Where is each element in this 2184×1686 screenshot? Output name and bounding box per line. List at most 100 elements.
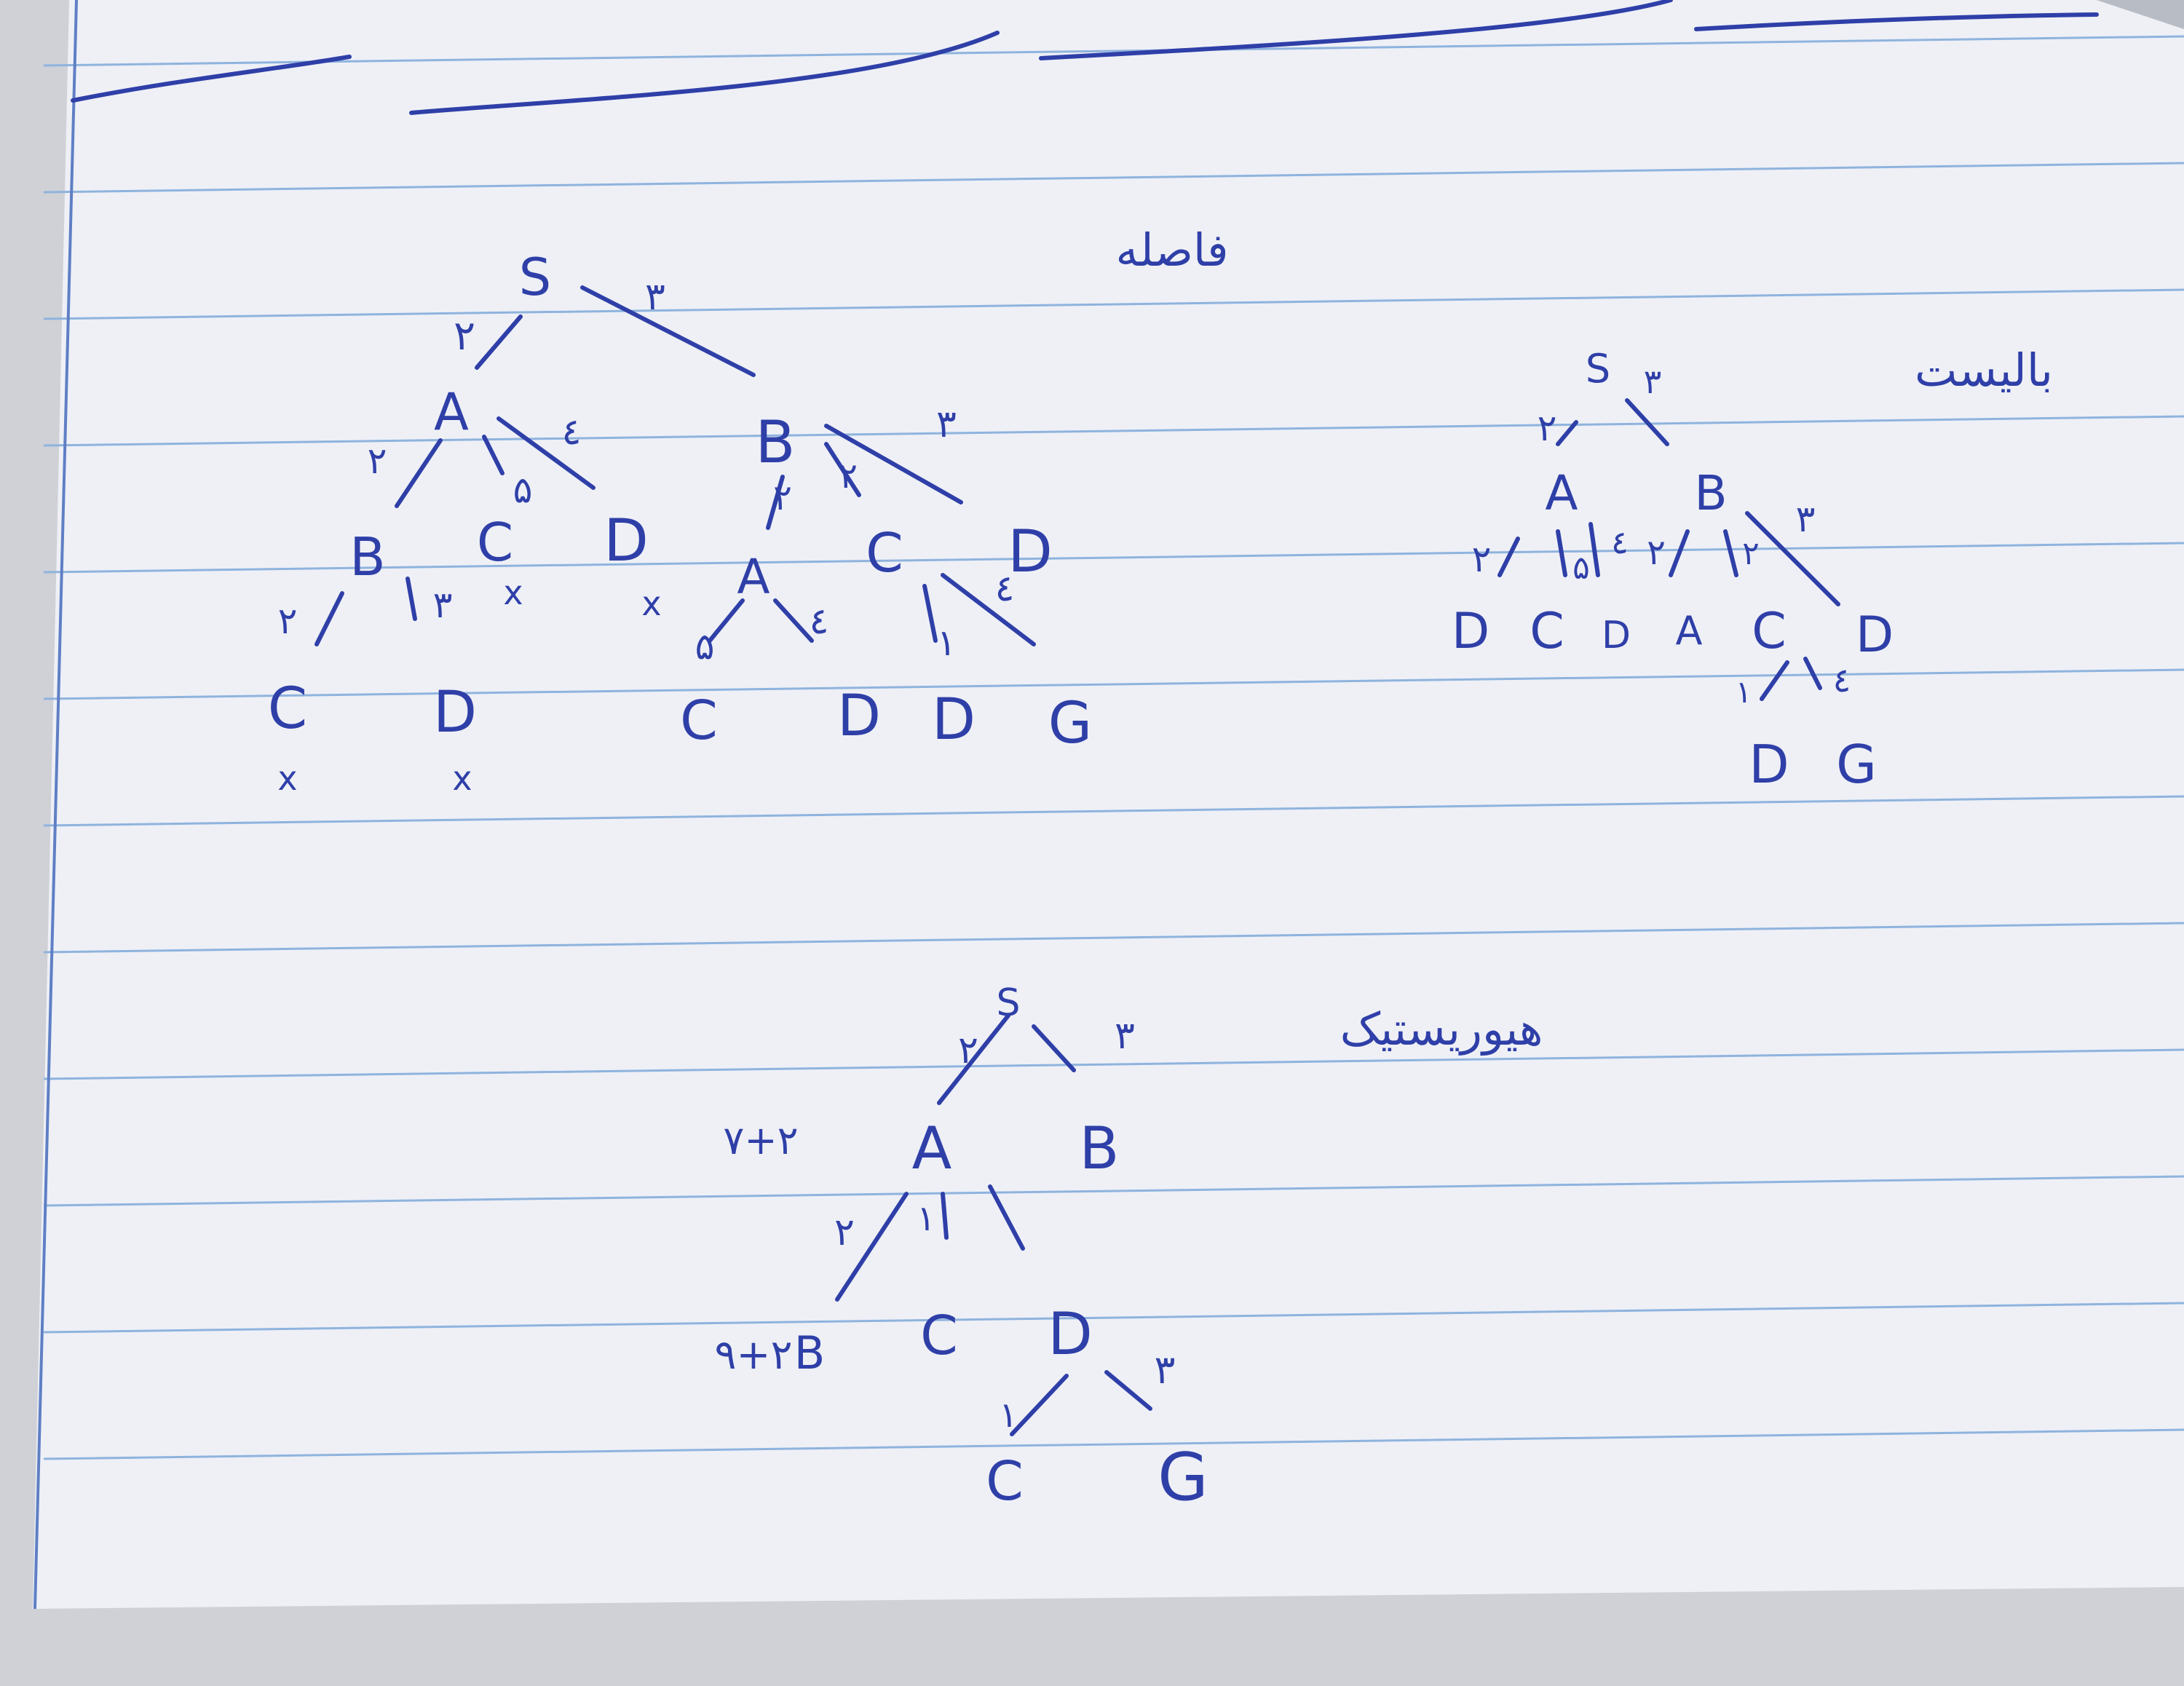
tree1-edge	[922, 584, 938, 643]
tree3-edge-label: ۱	[999, 1395, 1018, 1436]
tree1-edge-label: ۲	[368, 440, 387, 482]
ruled-line	[43, 288, 2184, 320]
tree2-edge-label: ۱	[1736, 674, 1752, 710]
tree1-edge	[708, 598, 745, 643]
tree3-edge	[1104, 1370, 1152, 1411]
tree1-edge-label: ۳	[433, 584, 453, 626]
tree1-edge-label: ۱	[937, 622, 957, 664]
tree1-edge	[580, 285, 756, 377]
ruled-lines	[43, 35, 2184, 1460]
tree2-edge	[1723, 529, 1738, 577]
ruled-line	[43, 922, 2184, 954]
tree1-node: A	[434, 382, 469, 442]
tree2-node: D	[1452, 603, 1489, 660]
tree2-edge	[1588, 522, 1600, 577]
tree2-node: S	[1586, 346, 1610, 392]
tree2-edge-label: ۵	[1572, 550, 1590, 587]
tree1-edge	[941, 573, 1036, 646]
tree1-dead-end-mark: x	[277, 759, 297, 798]
tree3-edge	[937, 1013, 1010, 1105]
tree3-node: S	[996, 981, 1020, 1025]
tree2-node: C	[1530, 603, 1564, 660]
tree2-edge-label: ۲	[1742, 535, 1760, 572]
tree2-edge	[1556, 420, 1578, 446]
tree1-dead-end-mark: x	[452, 759, 472, 798]
tree2-node: C	[1752, 603, 1786, 660]
tree3-group: S A B C D C G ۷+۲ ٩+۲ B ۲ ۳ ۲ ۱ ۱ ۳	[714, 981, 1208, 1516]
tree1-node: A	[737, 549, 769, 605]
tree3-heuristic-label: ٩+۲	[714, 1331, 792, 1379]
ruled-line	[43, 1302, 2184, 1334]
tree1-edge	[395, 438, 443, 508]
ruled-line	[43, 415, 2184, 447]
tree1-edge	[773, 598, 814, 643]
tree1-node: D	[433, 680, 477, 745]
tree1-dead-end-mark: x	[641, 584, 661, 623]
tree1-edge	[824, 424, 963, 504]
tree2-node: G	[1836, 734, 1877, 795]
ruled-line	[43, 542, 2184, 574]
tree2-edge	[1745, 511, 1840, 606]
tree2-edge	[1625, 398, 1669, 446]
tree1-node: C	[680, 689, 718, 752]
tree2-edge-label: ٤	[1611, 524, 1629, 561]
tree1-node: D	[604, 507, 649, 574]
tree3-node: G	[1158, 1439, 1208, 1516]
tree1-edge-label: ٤	[562, 411, 582, 453]
ruled-line	[43, 1428, 2184, 1460]
ruled-line	[43, 35, 2184, 67]
tree1-dead-end-mark: x	[503, 573, 523, 612]
tree1-node: C	[477, 512, 513, 573]
ruled-line	[43, 668, 2184, 700]
tree2-edge-label: ۲	[1538, 407, 1557, 449]
tree3-edge	[835, 1192, 909, 1302]
tree1-edge-label: ۵	[513, 469, 533, 511]
tree2-edge	[1803, 657, 1822, 690]
tree2-group: S A B D C D A C D D G ۳ ۲ ۲ ۵ ٤ ۲ ۲ ۳ ۱ …	[1452, 346, 1894, 795]
tree2-node: D	[1602, 614, 1631, 657]
tree2-edge-label: ۲	[1472, 538, 1492, 580]
tree1-node: D	[1008, 518, 1053, 585]
tree1-edge-label: ۲	[839, 456, 858, 496]
tree2-edge-label: ۳	[1796, 498, 1816, 540]
tree2-edge	[1669, 529, 1690, 577]
tree1-edge-label: ۲	[278, 600, 298, 642]
ruled-line	[43, 1175, 2184, 1207]
tree1-edge	[405, 577, 417, 621]
tree2-edge-label: ۲	[1647, 532, 1666, 573]
tree2-heading: بالیست	[1915, 344, 2053, 397]
paper-shadow	[2097, 0, 2184, 29]
tree1-node: B	[349, 526, 385, 587]
tree1-group: S A B B C D A C D C D C D D G ۲ ۳ ۲ ۵ ٤ …	[268, 248, 1092, 798]
tree1-edge	[766, 475, 785, 530]
tree3-edge	[988, 1184, 1025, 1251]
tree1-node: D	[837, 684, 881, 749]
tree1-edge	[314, 591, 344, 646]
tree1-node: B	[756, 408, 796, 476]
tree1-edge-label: ٤	[995, 567, 1015, 609]
tree2-node: B	[1694, 465, 1727, 521]
tree3-node: B	[1080, 1115, 1120, 1182]
tree2-edge	[1556, 529, 1567, 577]
tree3-node: D	[1048, 1300, 1093, 1368]
tree1-edge-label: ۲	[773, 478, 792, 518]
tree3-edge	[1032, 1024, 1076, 1072]
tree1-edge	[824, 442, 861, 497]
tree3-edge-label: ۳	[1154, 1347, 1175, 1393]
tree3-node: A	[912, 1115, 952, 1182]
ruled-line	[43, 162, 2184, 194]
tree3-edge-label: ۳	[1115, 1014, 1135, 1058]
top-scribbles	[71, 0, 2099, 115]
tree3-node: C	[920, 1305, 958, 1367]
tree1-node: G	[1048, 691, 1092, 756]
tree1-edge-label: ٤	[810, 600, 829, 642]
ruled-line	[43, 1048, 2184, 1080]
tree2-edge-label: ۳	[1644, 362, 1662, 401]
tree2-node: D	[1749, 734, 1789, 795]
tree3-edge-label: ۱	[917, 1198, 935, 1239]
tree1-node: C	[866, 522, 903, 585]
tree3-edge	[1010, 1374, 1069, 1436]
tree2-node: A	[1545, 465, 1578, 521]
tree1-edge	[496, 416, 596, 490]
